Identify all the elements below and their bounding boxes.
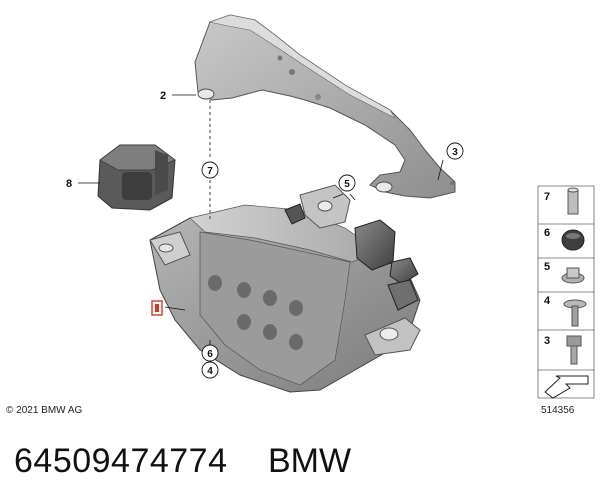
- callout-2: 2: [160, 90, 166, 102]
- svg-text:7: 7: [544, 191, 550, 203]
- rubber-grommet: [97, 144, 176, 211]
- part-number: 64509474774: [14, 442, 228, 480]
- callout-4: 4: [201, 361, 219, 379]
- callout-3: 3: [446, 142, 464, 160]
- svg-text:2: 2: [160, 90, 166, 102]
- mounting-bracket: [194, 14, 456, 199]
- parts-legend: 7 6 5 4 3: [537, 185, 595, 399]
- electrical-connectors: [284, 203, 419, 311]
- svg-text:3: 3: [544, 335, 550, 347]
- svg-text:4: 4: [207, 366, 213, 377]
- legend-row-7: 7: [544, 187, 579, 215]
- svg-text:4: 4: [544, 295, 551, 307]
- svg-text:3: 3: [452, 147, 458, 158]
- brand-name: BMW: [268, 442, 352, 480]
- control-unit: [149, 184, 421, 393]
- svg-text:5: 5: [544, 261, 550, 273]
- legend-row-4: 4: [544, 295, 587, 327]
- callout-7: 7: [201, 161, 219, 179]
- legend-arrow-icon: [544, 375, 589, 399]
- legend-row-6: 6: [544, 227, 585, 251]
- copyright-text: © 2021 BMW AG: [6, 405, 83, 416]
- callout-5: 5: [338, 174, 356, 192]
- drawing-number: 514356: [541, 405, 575, 416]
- callout-6: 6: [201, 344, 219, 362]
- svg-text:5: 5: [344, 179, 350, 190]
- legend-row-3: 3: [544, 335, 582, 365]
- callout-8: 8: [66, 178, 72, 190]
- svg-text:7: 7: [207, 166, 213, 177]
- svg-text:8: 8: [66, 178, 72, 190]
- legend-row-5: 5: [544, 261, 585, 284]
- svg-text:6: 6: [544, 227, 550, 239]
- svg-text:6: 6: [207, 349, 213, 360]
- callout-1-marker: [151, 300, 163, 316]
- leader-lines: [78, 94, 444, 345]
